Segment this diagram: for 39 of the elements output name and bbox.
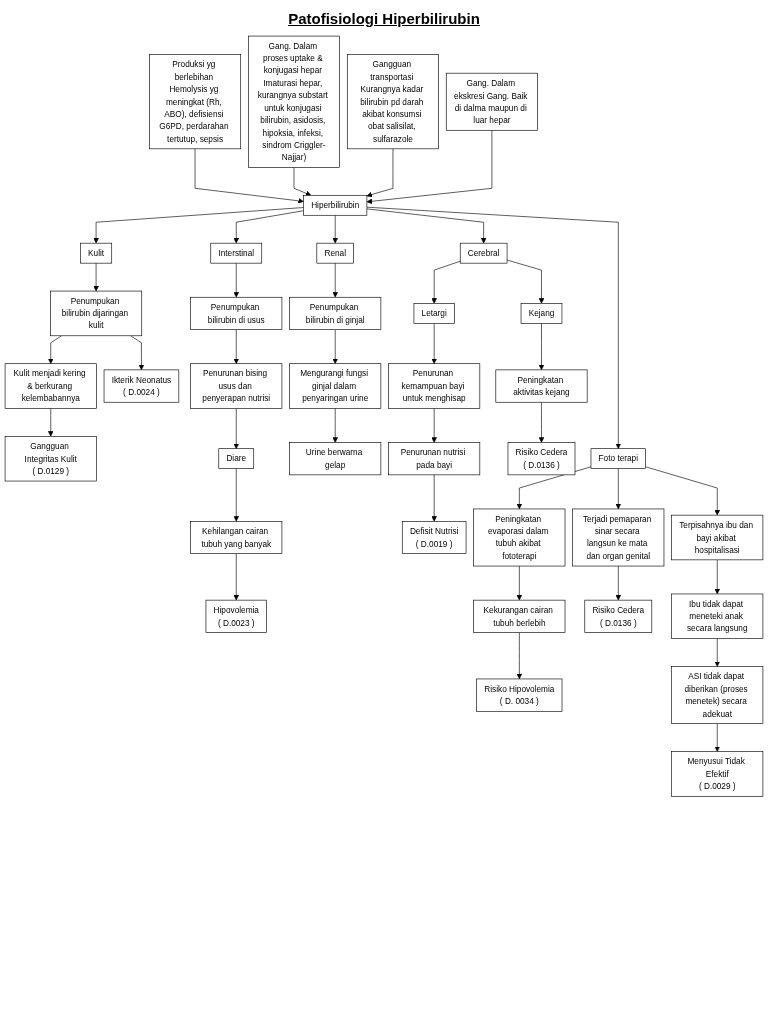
node-box: Urine berwarna gelap <box>289 442 382 476</box>
node-box: Produksi yg berlebihan Hemolysis yg meningkat (Rh, ABO), defisiensi G6PD, perdarahan tertutup, sepsis <box>149 54 242 150</box>
diagram-title: Patofisiologi Hiperbilirubin <box>287 10 481 27</box>
node-box: Kulit menjadi kering & berkurang kelembabannya <box>4 363 97 409</box>
node-box: Gang. Dalam ekskresi Gang. Baik di dalma maupun di luar hepar <box>445 72 538 131</box>
node-box: Gang. Dalam proses uptake & konjugasi hepar Imaturasi hepar, kurangnya substart untuk konjugasi bilirubin, asidosis, hipoksia, infeksi, sindrom Criggler-Najjar) <box>248 35 340 168</box>
node-box: Penurunan kemampuan bayi untuk menghisap <box>388 363 481 409</box>
node-box: Risiko Cedera ( D.0136 ) <box>584 599 653 633</box>
node-box: Terpisahnya ibu dan bayi akibat hospitalisasi <box>671 514 764 561</box>
node-box: Kejang <box>520 303 563 324</box>
node-box: Peningkatan aktivitas kejang <box>495 369 588 403</box>
node-box: Kekurangan cairan tubuh berlebih <box>473 599 566 633</box>
node-box: Penumpukan bilirubin dijaringan kulit <box>50 290 143 337</box>
node-box: Gangguan Integritas Kulit ( D.0129 ) <box>4 436 97 482</box>
node-box: Risiko Cedera ( D.0136 ) <box>507 442 576 476</box>
node-box: Kehilangan cairan tubuh yang banyak <box>190 521 283 554</box>
node-box: Foto terapi <box>590 448 646 469</box>
node-box: ASI tidak dapat diberikan (proses menetek) secara adekuat <box>671 666 764 724</box>
node-box: Kulit <box>80 242 113 264</box>
node-box: Menyusui Tidak Efektif ( D.0029 ) <box>671 751 764 797</box>
node-box: Hipovolemia ( D.0023 ) <box>205 599 267 633</box>
node-box: Ikterik Neonatus ( D.0024 ) <box>103 369 180 403</box>
node-box: Defisit Nutrisi ( D.0019 ) <box>401 521 467 554</box>
node-box: Mengurangi fungsi ginjal dalam penyaringan urine <box>289 363 382 409</box>
node-box: Penumpukan bilirubin di usus <box>190 296 283 330</box>
node-box: Letargi <box>413 303 455 324</box>
node-box: Penurunan nutrisi pada bayi <box>388 442 481 476</box>
node-box: Risiko Hipovolemia ( D. 0034 ) <box>476 678 563 712</box>
node-box: Cerebral <box>459 242 508 264</box>
node-box: Peningkatan evaporasi dalam tubuh akibat fototerapi <box>473 508 566 567</box>
node-box: Renal <box>316 242 354 264</box>
node-box: Hiperbilirubin <box>303 194 368 216</box>
node-box: Penurunan bising usus dan penyerapan nutrisi <box>190 363 283 409</box>
node-box: Penumpukan bilirubin di ginjal <box>289 296 382 330</box>
node-box: Ibu tidak dapat meneteki anak secara langsung <box>671 593 764 639</box>
node-box: Terjadi pemaparan sinar secara langsun ke mata dan organ genital <box>572 508 665 567</box>
node-box: Diare <box>218 448 255 469</box>
node-box: Interstinal <box>210 242 263 264</box>
node-box: Gangguan transportasi Kurangnya kadar bilirubin pd darah akibat konsumsi obat salisilat, sulfarazole <box>346 54 439 150</box>
